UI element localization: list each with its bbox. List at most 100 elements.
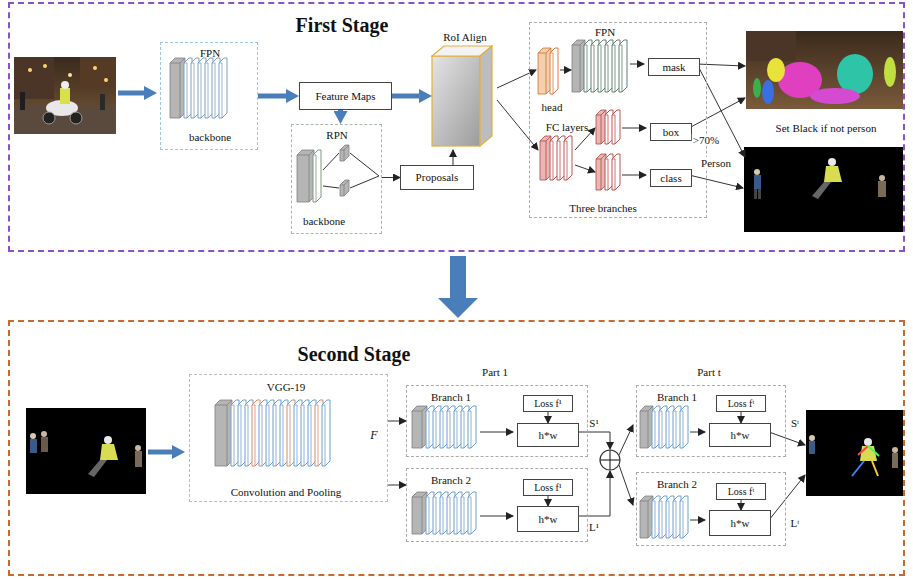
connector-arrow bbox=[741, 500, 742, 510]
layer-stack bbox=[564, 136, 572, 180]
annotation-label: Lᵗ bbox=[790, 517, 801, 529]
layer-stacks bbox=[170, 40, 688, 538]
segmentation-output bbox=[884, 57, 896, 87]
connector-arrow bbox=[382, 177, 400, 178]
layer-stack bbox=[468, 497, 471, 534]
wires bbox=[480, 432, 513, 433]
pose-output bbox=[806, 410, 903, 496]
stage2-input bbox=[41, 437, 48, 452]
segmentation-output bbox=[753, 78, 761, 98]
wires bbox=[350, 153, 379, 176]
layer-stack bbox=[191, 63, 194, 118]
layer-stack bbox=[215, 400, 232, 466]
node-text: Loss fᵗ bbox=[728, 486, 755, 497]
pose-output bbox=[858, 446, 868, 455]
node-text: h*w bbox=[731, 429, 750, 441]
layer-stack bbox=[252, 405, 255, 466]
input-photo bbox=[93, 66, 97, 70]
layer-stack bbox=[412, 411, 422, 448]
annotation-label: Sᵗ bbox=[790, 417, 800, 429]
stage2-input bbox=[104, 436, 112, 444]
layer-stack bbox=[170, 63, 180, 118]
layer-stack bbox=[433, 497, 436, 534]
process-box: Proposals bbox=[400, 165, 474, 190]
node-text: backbone bbox=[189, 131, 231, 143]
layer-stack bbox=[344, 145, 349, 150]
layer-stack bbox=[340, 185, 344, 196]
person-only-output bbox=[744, 147, 903, 232]
layer-stack bbox=[170, 58, 227, 118]
layer-stack bbox=[433, 411, 436, 448]
layer-stack bbox=[266, 405, 269, 466]
layer-stack bbox=[550, 141, 553, 180]
layer-stack bbox=[219, 58, 227, 118]
wires bbox=[690, 520, 705, 521]
layer-stack bbox=[461, 497, 464, 534]
node-text: Loss f¹ bbox=[534, 398, 562, 409]
node-text: Branch 1 bbox=[657, 391, 697, 403]
layer-stack bbox=[215, 400, 330, 466]
node-text: Proposals bbox=[416, 171, 459, 183]
connector-arrow bbox=[338, 110, 343, 116]
stage-title: Second Stage bbox=[298, 343, 411, 365]
node-text: Branch 2 bbox=[657, 478, 697, 490]
segmentation-output bbox=[746, 31, 903, 109]
node-text: Branch 2 bbox=[431, 474, 471, 486]
pose-output bbox=[809, 441, 815, 454]
wires bbox=[619, 425, 633, 455]
layer-stack bbox=[605, 115, 608, 144]
layer-stack bbox=[557, 141, 560, 180]
node-text: Three branches bbox=[569, 202, 637, 214]
layer-stack bbox=[294, 405, 297, 466]
layer-stack bbox=[440, 497, 443, 534]
layer-stack bbox=[640, 496, 653, 538]
layer-stack bbox=[297, 150, 314, 202]
loss-box: Loss f¹ bbox=[523, 395, 573, 412]
output-box: mask bbox=[648, 58, 700, 76]
block-arrows bbox=[438, 256, 478, 318]
node-text: h*w bbox=[539, 429, 558, 441]
layer-stack bbox=[412, 497, 422, 534]
person-only-output bbox=[758, 189, 761, 199]
node-text: Convolution and Pooling bbox=[231, 486, 342, 498]
layer-stack bbox=[412, 492, 427, 534]
wires bbox=[576, 432, 610, 449]
stage-title: First Stage bbox=[296, 14, 389, 36]
roi-align-block bbox=[432, 56, 480, 146]
annotation-label: Set Black if not person bbox=[775, 122, 878, 134]
connector-arrow bbox=[392, 94, 424, 99]
layer-stack bbox=[212, 63, 215, 118]
wires bbox=[323, 64, 805, 520]
input-photo bbox=[28, 68, 32, 72]
annotation-label: Part t bbox=[696, 366, 722, 378]
layer-stack bbox=[540, 136, 551, 180]
layer-stack bbox=[238, 405, 241, 466]
layer-stack bbox=[640, 501, 648, 538]
layer-stack bbox=[596, 115, 601, 144]
segmentation-output bbox=[746, 31, 903, 109]
wires bbox=[619, 465, 633, 505]
person-only-output bbox=[828, 158, 836, 166]
block-arrows bbox=[118, 93, 478, 452]
stage2-input bbox=[26, 408, 146, 494]
node-text: head bbox=[542, 101, 563, 113]
node-text: backbone bbox=[303, 215, 345, 227]
pose-output bbox=[868, 446, 879, 456]
layer-stack bbox=[572, 40, 627, 92]
wires bbox=[323, 153, 339, 170]
connector-arrow bbox=[258, 94, 291, 99]
node-text: mask bbox=[662, 61, 685, 73]
node-text: class bbox=[660, 172, 681, 184]
layer-stack bbox=[259, 405, 262, 466]
layer-stack bbox=[598, 45, 601, 92]
layer-stack bbox=[550, 53, 553, 94]
wires bbox=[497, 70, 536, 88]
input-photo bbox=[43, 112, 55, 124]
layer-stack bbox=[612, 154, 620, 190]
wires bbox=[690, 432, 705, 433]
layer-stack bbox=[454, 497, 457, 534]
person-only-output bbox=[754, 175, 761, 189]
pose-output bbox=[892, 453, 898, 468]
layer-stack bbox=[340, 180, 349, 196]
layer-stack bbox=[640, 411, 648, 448]
